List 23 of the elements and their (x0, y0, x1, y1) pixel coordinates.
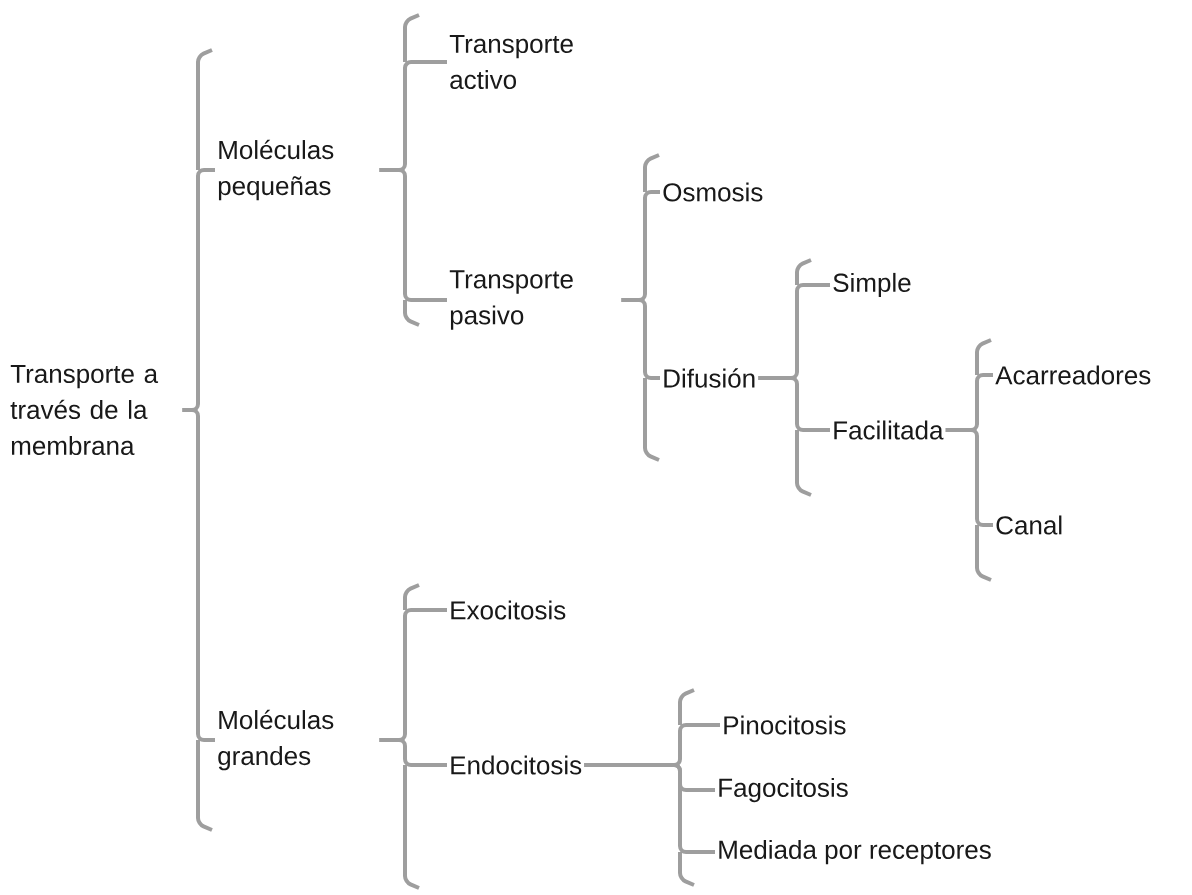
bracket-line (945, 428, 993, 527)
branch-label: Endocitosis (451, 755, 582, 775)
bracket-line (379, 168, 447, 302)
branch-label: Transporte activo (449, 34, 573, 90)
bracket-line (758, 376, 830, 432)
branch-label: Transporte pasivo (449, 270, 573, 330)
bracket-line (182, 408, 215, 742)
bracket-line (584, 763, 715, 854)
branch-label: Acarreadores (995, 365, 1151, 385)
branch-label: Pinocitosis (724, 715, 846, 735)
branch-label: Exocitosis (451, 600, 566, 620)
branch-label: Moléculas grandes (218, 709, 334, 771)
bracket-line (621, 298, 660, 380)
branch-label: Facilitada (834, 420, 944, 440)
bracket-line (379, 738, 447, 767)
branch-label: Difusión (664, 368, 755, 388)
branch-label: Mediada por receptores (719, 839, 991, 865)
branch-label: Fagocitosis (719, 777, 848, 803)
branch-label: Moléculas pequeñas (218, 139, 334, 201)
branch-label: Osmosis (663, 182, 763, 202)
branch-label: Transporte a través de la membrana (10, 364, 159, 456)
branch-label: Simple (833, 272, 911, 298)
branch-label: Canal (996, 515, 1062, 535)
